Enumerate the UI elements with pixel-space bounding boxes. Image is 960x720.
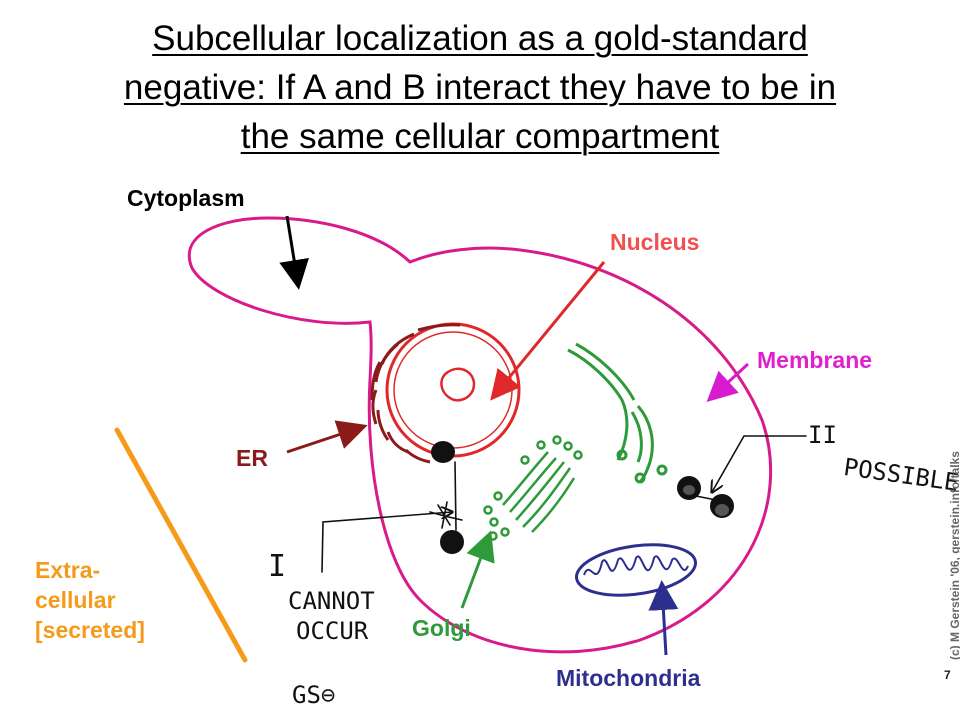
credit-text: (c) M Gerstein '06, gerstein.info/talks <box>948 451 960 660</box>
extracellular-line <box>114 427 248 663</box>
membrane-arrow <box>706 362 750 403</box>
golgi-apparatus <box>483 435 583 541</box>
endoplasmic-reticulum <box>370 323 461 464</box>
cell-membrane <box>187 216 773 654</box>
annotation-occur: OCCUR <box>296 617 369 645</box>
extracellular-label-line-3: [secreted] <box>35 617 145 643</box>
extracellular-label-line-1: Extra- <box>35 557 101 583</box>
annotation-cannot: CANNOT <box>288 587 375 615</box>
membrane-label: Membrane <box>757 347 873 373</box>
annotation-numeral-ii: II <box>808 421 837 449</box>
mitochondria-label: Mitochondria <box>556 665 701 691</box>
cytoplasm-label: Cytoplasm <box>127 185 245 211</box>
green-organelle-tubules <box>567 342 668 484</box>
annotation-numeral-i: I <box>268 549 287 584</box>
title-line-2: negative: If A and B interact they have … <box>123 68 837 107</box>
nucleus-arrow <box>490 261 606 401</box>
golgi-label: Golgi <box>412 615 471 641</box>
er-label: ER <box>236 445 268 471</box>
page-number: 7 <box>944 668 951 682</box>
page-title: Subcellular localization as a gold-stand… <box>20 14 940 161</box>
title-line-1: Subcellular localization as a gold-stand… <box>152 19 808 58</box>
protein-blobs <box>431 441 734 554</box>
title-line-3: the same cellular compartment <box>240 117 720 156</box>
extracellular-label: Extra- cellular [secreted] <box>35 555 145 645</box>
mitochondria-arrow <box>648 580 679 656</box>
nucleus-label: Nucleus <box>610 229 700 255</box>
handwritten-marks <box>321 435 807 573</box>
mitochondrion <box>574 543 698 597</box>
annotation-gs-negative: GS⊖ <box>292 681 336 709</box>
golgi-arrow <box>460 530 495 609</box>
er-arrow <box>286 420 368 454</box>
extracellular-label-line-2: cellular <box>35 587 116 613</box>
cytoplasm-arrow <box>279 215 309 290</box>
